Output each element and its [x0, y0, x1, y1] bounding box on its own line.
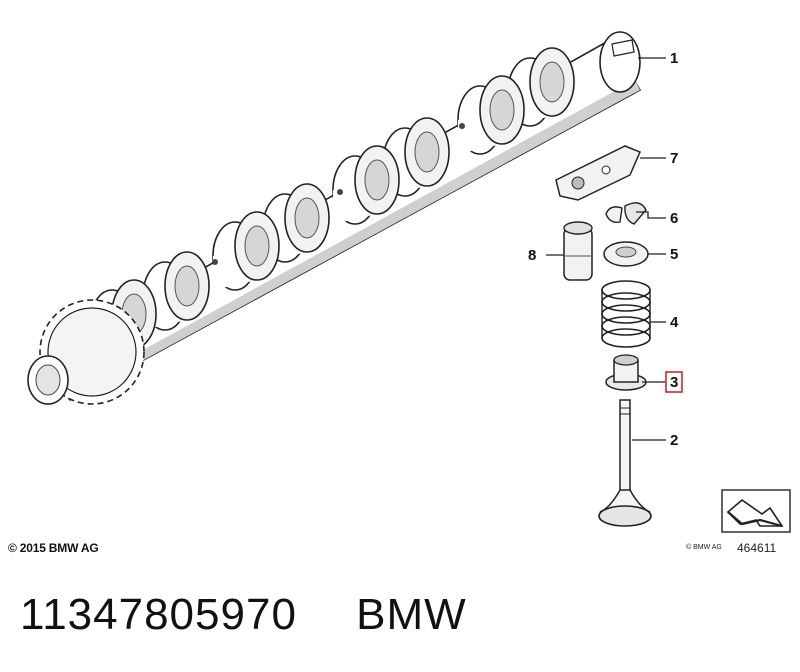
orientation-arrow-icon	[721, 489, 791, 533]
callout-7[interactable]: 7	[670, 150, 678, 167]
callout-2[interactable]: 2	[670, 432, 678, 449]
valve-keepers	[605, 202, 647, 225]
callout-8[interactable]: 8	[528, 247, 536, 264]
leader-lines	[546, 57, 666, 441]
callout-6[interactable]: 6	[670, 210, 678, 227]
callout-5[interactable]: 5	[670, 246, 678, 263]
small-copyright-text: © BMW AG	[686, 544, 722, 551]
valve-spring	[601, 280, 651, 348]
spring-retainer	[603, 241, 649, 267]
callouts: 1 2 3 4 5 6 7 8	[528, 50, 683, 449]
callout-3[interactable]: 3	[670, 374, 678, 391]
callout-3-highlight	[665, 371, 683, 393]
copyright-text: © 2015 BMW AG	[8, 541, 99, 555]
hydraulic-lifter	[563, 221, 593, 281]
rocker-arm	[555, 145, 641, 201]
brand-name: BMW	[356, 590, 467, 639]
callout-4[interactable]: 4	[670, 314, 679, 331]
part-number: 11347805970	[20, 590, 297, 639]
callout-1[interactable]: 1	[670, 50, 678, 67]
valve-stem-seal	[605, 354, 647, 391]
part-number-line: 11347805970 BMW	[20, 590, 467, 640]
camshaft	[27, 31, 642, 405]
valve	[598, 399, 652, 527]
diagram-id: 464611	[737, 541, 777, 555]
